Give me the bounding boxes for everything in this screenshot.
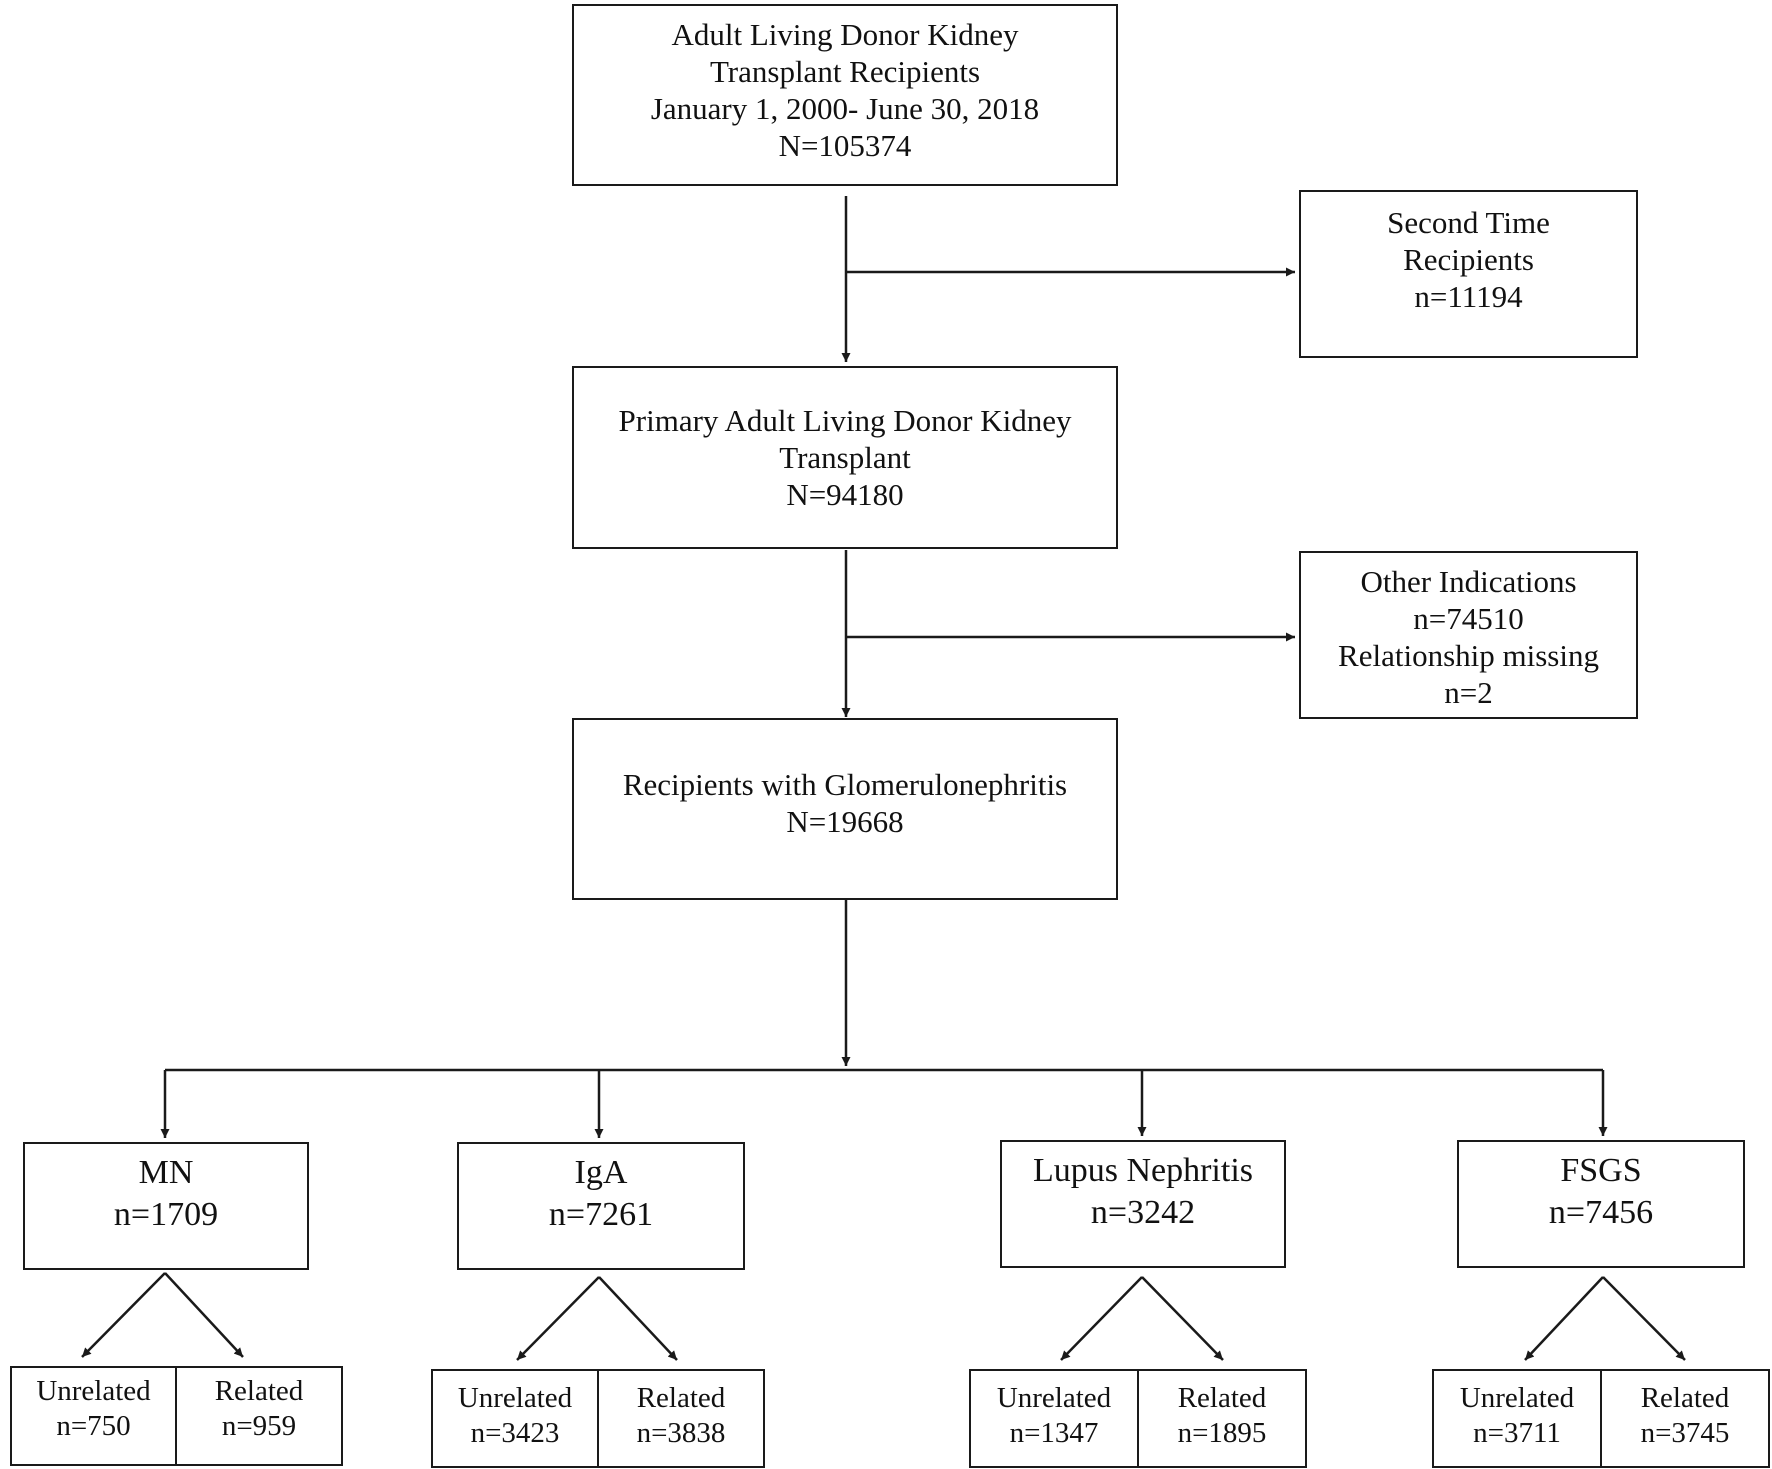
subgroup-count: n=3838 [636, 1417, 726, 1449]
exclusion2-line2: Relationship missing [1338, 638, 1599, 673]
subgroup-label: Unrelated [457, 1382, 573, 1414]
exclusion2-line1: Other Indications [1360, 564, 1577, 599]
box-lupus-related: Related n=1895 [1137, 1369, 1307, 1468]
subgroup-count: n=1895 [1177, 1417, 1267, 1449]
box-fsgs: FSGS n=7456 [1457, 1140, 1745, 1268]
subgroup-label: Related [636, 1382, 726, 1414]
box-mn-unrelated: Unrelated n=750 [10, 1366, 177, 1466]
arrow-fsgs-unrelated [1524, 1276, 1604, 1361]
top-line1: Adult Living Donor Kidney [671, 17, 1019, 52]
box-fsgs-related: Related n=3745 [1600, 1369, 1770, 1468]
arrow-iga-related [598, 1276, 678, 1361]
box-lupus-nephritis: Lupus Nephritis n=3242 [1000, 1140, 1286, 1268]
box-mn-related: Related n=959 [175, 1366, 343, 1466]
top-line3: January 1, 2000- June 30, 2018 [650, 91, 1040, 126]
arrow-iga-unrelated [516, 1276, 600, 1361]
category-name: MN [138, 1154, 194, 1191]
box-iga-related: Related n=3838 [597, 1369, 765, 1468]
subgroup-count: n=3423 [470, 1417, 560, 1449]
subgroup-count: n=1347 [1009, 1417, 1099, 1449]
arrow-lupus-related [1141, 1276, 1224, 1361]
subgroup-label: Related [1177, 1382, 1267, 1414]
gn-count: N=19668 [786, 804, 904, 839]
exclusion1-line1: Second Time [1387, 205, 1550, 240]
box-fsgs-unrelated: Unrelated n=3711 [1432, 1369, 1602, 1468]
arrow-lupus-unrelated [1060, 1276, 1143, 1361]
box-lupus-unrelated: Unrelated n=1347 [969, 1369, 1139, 1468]
arrow-fsgs-related [1602, 1276, 1686, 1361]
top-line2: Transplant Recipients [709, 54, 981, 89]
subgroup-count: n=3711 [1473, 1417, 1561, 1449]
subgroup-label: Unrelated [996, 1382, 1112, 1414]
box-mn: MN n=1709 [23, 1142, 309, 1270]
gn-line1: Recipients with Glomerulonephritis [622, 767, 1068, 802]
exclusion1-line2: Recipients [1403, 242, 1534, 277]
exclusion2-count2: n=2 [1444, 675, 1493, 710]
subgroup-count: n=959 [221, 1410, 297, 1442]
arrow-mn-related [164, 1272, 244, 1358]
box-other-indications: Other Indications n=74510 Relationship m… [1299, 551, 1638, 719]
box-iga: IgA n=7261 [457, 1142, 745, 1270]
subgroup-count: n=3745 [1640, 1417, 1730, 1449]
category-name: IgA [574, 1154, 628, 1191]
box-glomerulonephritis: Recipients with Glomerulonephritis N=196… [572, 718, 1118, 900]
top-count: N=105374 [778, 128, 912, 163]
category-name: FSGS [1560, 1152, 1642, 1189]
box-adult-recipients: Adult Living Donor Kidney Transplant Rec… [572, 4, 1118, 186]
category-count: n=7456 [1548, 1194, 1654, 1231]
subgroup-count: n=750 [56, 1410, 131, 1442]
subgroup-label: Unrelated [36, 1375, 151, 1407]
category-count: n=1709 [113, 1196, 219, 1233]
arrow-mn-unrelated [81, 1272, 166, 1358]
primary-line2: Transplant [779, 440, 911, 475]
category-count: n=3242 [1090, 1194, 1196, 1231]
subgroup-label: Related [1640, 1382, 1730, 1414]
subgroup-label: Related [214, 1375, 304, 1407]
exclusion2-count1: n=74510 [1413, 601, 1524, 636]
category-count: n=7261 [548, 1196, 654, 1233]
exclusion1-count: n=11194 [1414, 279, 1523, 314]
box-primary-transplant: Primary Adult Living Donor Kidney Transp… [572, 366, 1118, 549]
primary-count: N=94180 [786, 477, 904, 512]
box-iga-unrelated: Unrelated n=3423 [431, 1369, 599, 1468]
primary-line1: Primary Adult Living Donor Kidney [618, 403, 1072, 438]
subgroup-label: Unrelated [1459, 1382, 1575, 1414]
box-second-time-recipients: Second Time Recipients n=11194 [1299, 190, 1638, 358]
category-name: Lupus Nephritis [1032, 1152, 1254, 1189]
